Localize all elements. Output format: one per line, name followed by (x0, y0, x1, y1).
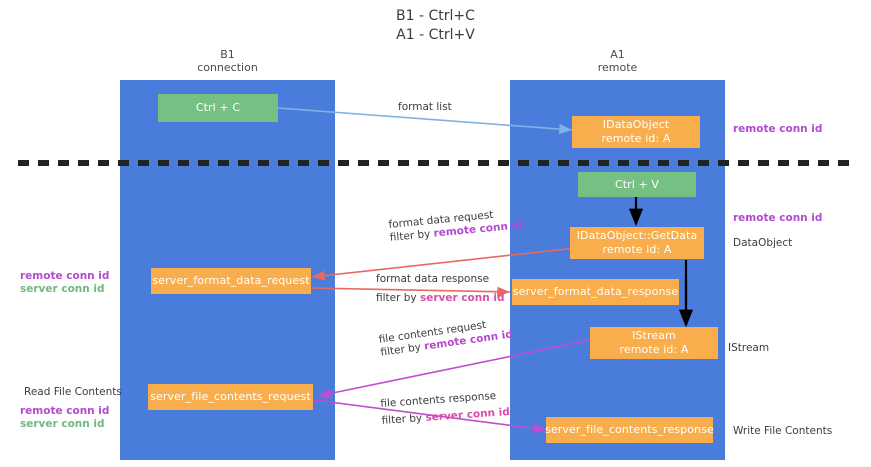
node-istream-line1: IStream (632, 329, 676, 342)
annotation-left-remote-conn-id-bottom: remote conn id (20, 405, 110, 417)
node-ctrl-c[interactable]: Ctrl + C (158, 94, 278, 122)
edge-label-format-data-response-text: format data response (376, 273, 490, 285)
annotation-left-remote-conn-id-mid: remote conn id (20, 270, 110, 282)
node-idataobject[interactable]: IDataObject remote id: A (572, 116, 700, 148)
lane-header-b1-title: B1 (220, 48, 235, 61)
lane-header-a1-subtitle: remote (597, 61, 638, 74)
node-idataobject-getdata[interactable]: IDataObject::GetData remote id: A (570, 227, 704, 259)
node-istream-line2: remote id: A (619, 343, 689, 356)
edge-label-format-data-request: format data request filter by remote con… (388, 206, 523, 245)
node-server-format-data-response[interactable]: server_format_data_response (512, 279, 679, 305)
filter-prefix: filter by (376, 292, 420, 304)
edge-label-format-data-response-filter: filter by server conn id (376, 292, 505, 305)
filter-key-server-conn-id: server conn id (419, 292, 505, 304)
node-server-format-data-request-label: server_format_data_request (152, 274, 310, 287)
edge-label-format-data-response: format data response filter by server co… (376, 273, 505, 305)
annotation-istream: IStream (728, 342, 770, 354)
annotation-dataobject: DataObject (733, 237, 793, 249)
node-ctrl-c-label: Ctrl + C (195, 101, 241, 114)
node-ctrl-v[interactable]: Ctrl + V (578, 172, 696, 197)
lane-header-b1-subtitle: connection (197, 61, 258, 74)
annotation-left-server-conn-id-mid: server conn id (20, 283, 105, 295)
diagram-title-line2: A1 - Ctrl+V (396, 27, 475, 43)
node-server-format-data-response-label: server_format_data_response (512, 285, 679, 298)
filter-key-server-conn-id: server conn id (425, 405, 511, 424)
edge-label-file-contents-request: file contents request filter by remote c… (378, 315, 514, 359)
node-getdata-line2: remote id: A (602, 243, 672, 256)
node-server-file-contents-response-label: server_file_contents_response (545, 423, 714, 436)
lane-header-a1: A1 remote (510, 48, 725, 74)
lane-header-b1: B1 connection (120, 48, 335, 74)
annotation-left-server-conn-id-bottom: server conn id (20, 418, 105, 430)
diagram-title-line1: B1 - Ctrl+C (396, 8, 475, 24)
annotation-remote-conn-id-top: remote conn id (733, 123, 823, 135)
node-istream[interactable]: IStream remote id: A (590, 327, 718, 359)
edge-label-file-contents-response: file contents response filter by server … (380, 389, 510, 428)
annotation-write-file-contents: Write File Contents (733, 425, 833, 437)
node-server-file-contents-request-label: server_file_contents_request (150, 390, 311, 403)
node-idataobject-line1: IDataObject (602, 118, 670, 131)
node-server-file-contents-response[interactable]: server_file_contents_response (545, 417, 714, 443)
node-getdata-line1: IDataObject::GetData (576, 229, 698, 242)
node-server-format-data-request[interactable]: server_format_data_request (151, 268, 311, 294)
edge-label-format-list: format list (398, 101, 452, 114)
annotation-remote-conn-id-mid: remote conn id (733, 212, 823, 224)
annotation-read-file-contents: Read File Contents (24, 386, 122, 398)
node-ctrl-v-label: Ctrl + V (614, 177, 660, 191)
node-server-file-contents-request[interactable]: server_file_contents_request (148, 384, 313, 410)
filter-prefix: filter by (381, 411, 426, 427)
lane-header-a1-title: A1 (610, 48, 625, 61)
edge-label-format-list-text: format list (398, 101, 452, 113)
node-idataobject-line2: remote id: A (601, 132, 671, 145)
